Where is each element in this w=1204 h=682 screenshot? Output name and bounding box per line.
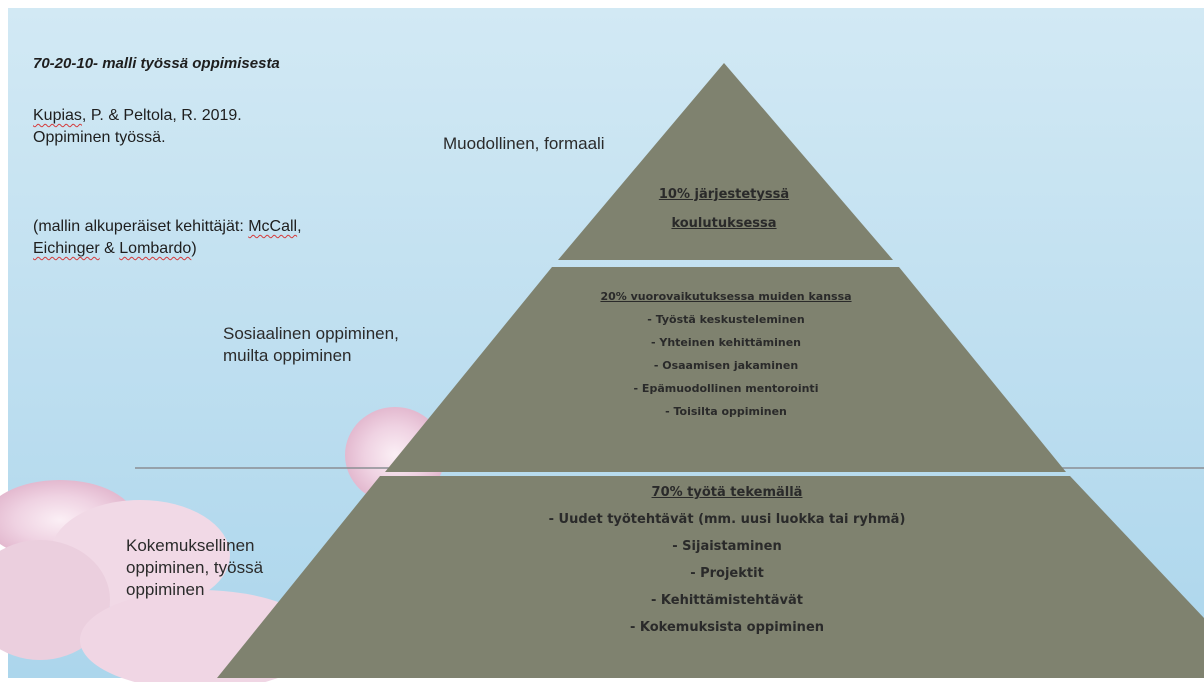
- originators-suffix: ): [191, 240, 197, 257]
- side-label-experiential-line-2: oppiminen, työssä: [126, 558, 264, 577]
- tier-middle-heading: 20% vuorovaikutuksessa muiden kanssa: [600, 290, 852, 303]
- tier-middle-item: - Työstä keskusteleminen: [647, 313, 805, 326]
- side-label-formal: Muodollinen, formaali: [443, 134, 605, 153]
- originators-prefix: (mallin alkuperäiset kehittäjät:: [33, 218, 249, 235]
- tier-middle-item: - Osaamisen jakaminen: [653, 359, 799, 372]
- tier-middle-item: - Epämuodollinen mentorointi: [633, 382, 819, 395]
- tier-top-text: 10% järjestetyssä koulutuksessa: [624, 180, 824, 238]
- tier-bottom-item: - Projektit: [690, 566, 764, 581]
- reference-author-rest: , P. & Peltola, R. 2019.: [81, 107, 242, 124]
- side-label-experiential: Kokemuksellinen oppiminen, työssä oppimi…: [126, 535, 263, 601]
- originator-eichinger: Eichinger: [33, 240, 100, 257]
- tier-bottom-item: - Kehittämistehtävät: [651, 593, 803, 608]
- pyramid-tier-bottom: [217, 476, 1204, 678]
- pyramid-tier-top: [558, 63, 893, 260]
- pyramid-tier-middle: [385, 267, 1066, 472]
- tier-bottom-item: - Kokemuksista oppiminen: [629, 620, 825, 635]
- originators-line-1: (mallin alkuperäiset kehittäjät: McCall,: [33, 216, 302, 238]
- tier-middle-item: - Toisilta oppiminen: [665, 405, 787, 418]
- tier-bottom-item: - Uudet työtehtävät (mm. uusi luokka tai…: [548, 512, 906, 527]
- side-label-experiential-line-3: oppiminen: [126, 580, 205, 599]
- reference-authors: Kupias, P. & Peltola, R. 2019.: [33, 105, 242, 127]
- diagram-title: 70-20-10- malli työssä oppimisesta: [33, 55, 280, 72]
- reference-author-kupias: Kupias: [33, 107, 82, 124]
- side-label-social-line-2: muilta oppiminen: [223, 346, 352, 365]
- originators-separator: ,: [297, 218, 302, 235]
- side-label-social-line-1: Sosiaalinen oppiminen,: [223, 324, 399, 343]
- tier-middle-item: - Yhteinen kehittäminen: [650, 336, 801, 349]
- tier-bottom-item: - Sijaistaminen: [672, 539, 782, 554]
- side-label-experiential-line-1: Kokemuksellinen: [126, 536, 255, 555]
- side-label-social: Sosiaalinen oppiminen, muilta oppiminen: [223, 323, 399, 367]
- originator-mccall: McCall: [248, 218, 298, 235]
- tier-top-heading-line-2: koulutuksessa: [671, 216, 777, 231]
- originators-and: &: [99, 240, 120, 257]
- tier-top-heading-line-1: 10% järjestetyssä: [658, 187, 790, 202]
- originators-line-2: Eichinger & Lombardo): [33, 238, 197, 260]
- tier-bottom-heading: 70% työtä tekemällä: [651, 485, 803, 500]
- originator-lombardo: Lombardo: [119, 240, 192, 257]
- reference-work: Oppiminen työssä.: [33, 129, 166, 146]
- tier-bottom-text: 70% työtä tekemällä - Uudet työtehtävät …: [477, 479, 977, 641]
- tier-middle-text: 20% vuorovaikutuksessa muiden kanssa - T…: [556, 285, 896, 423]
